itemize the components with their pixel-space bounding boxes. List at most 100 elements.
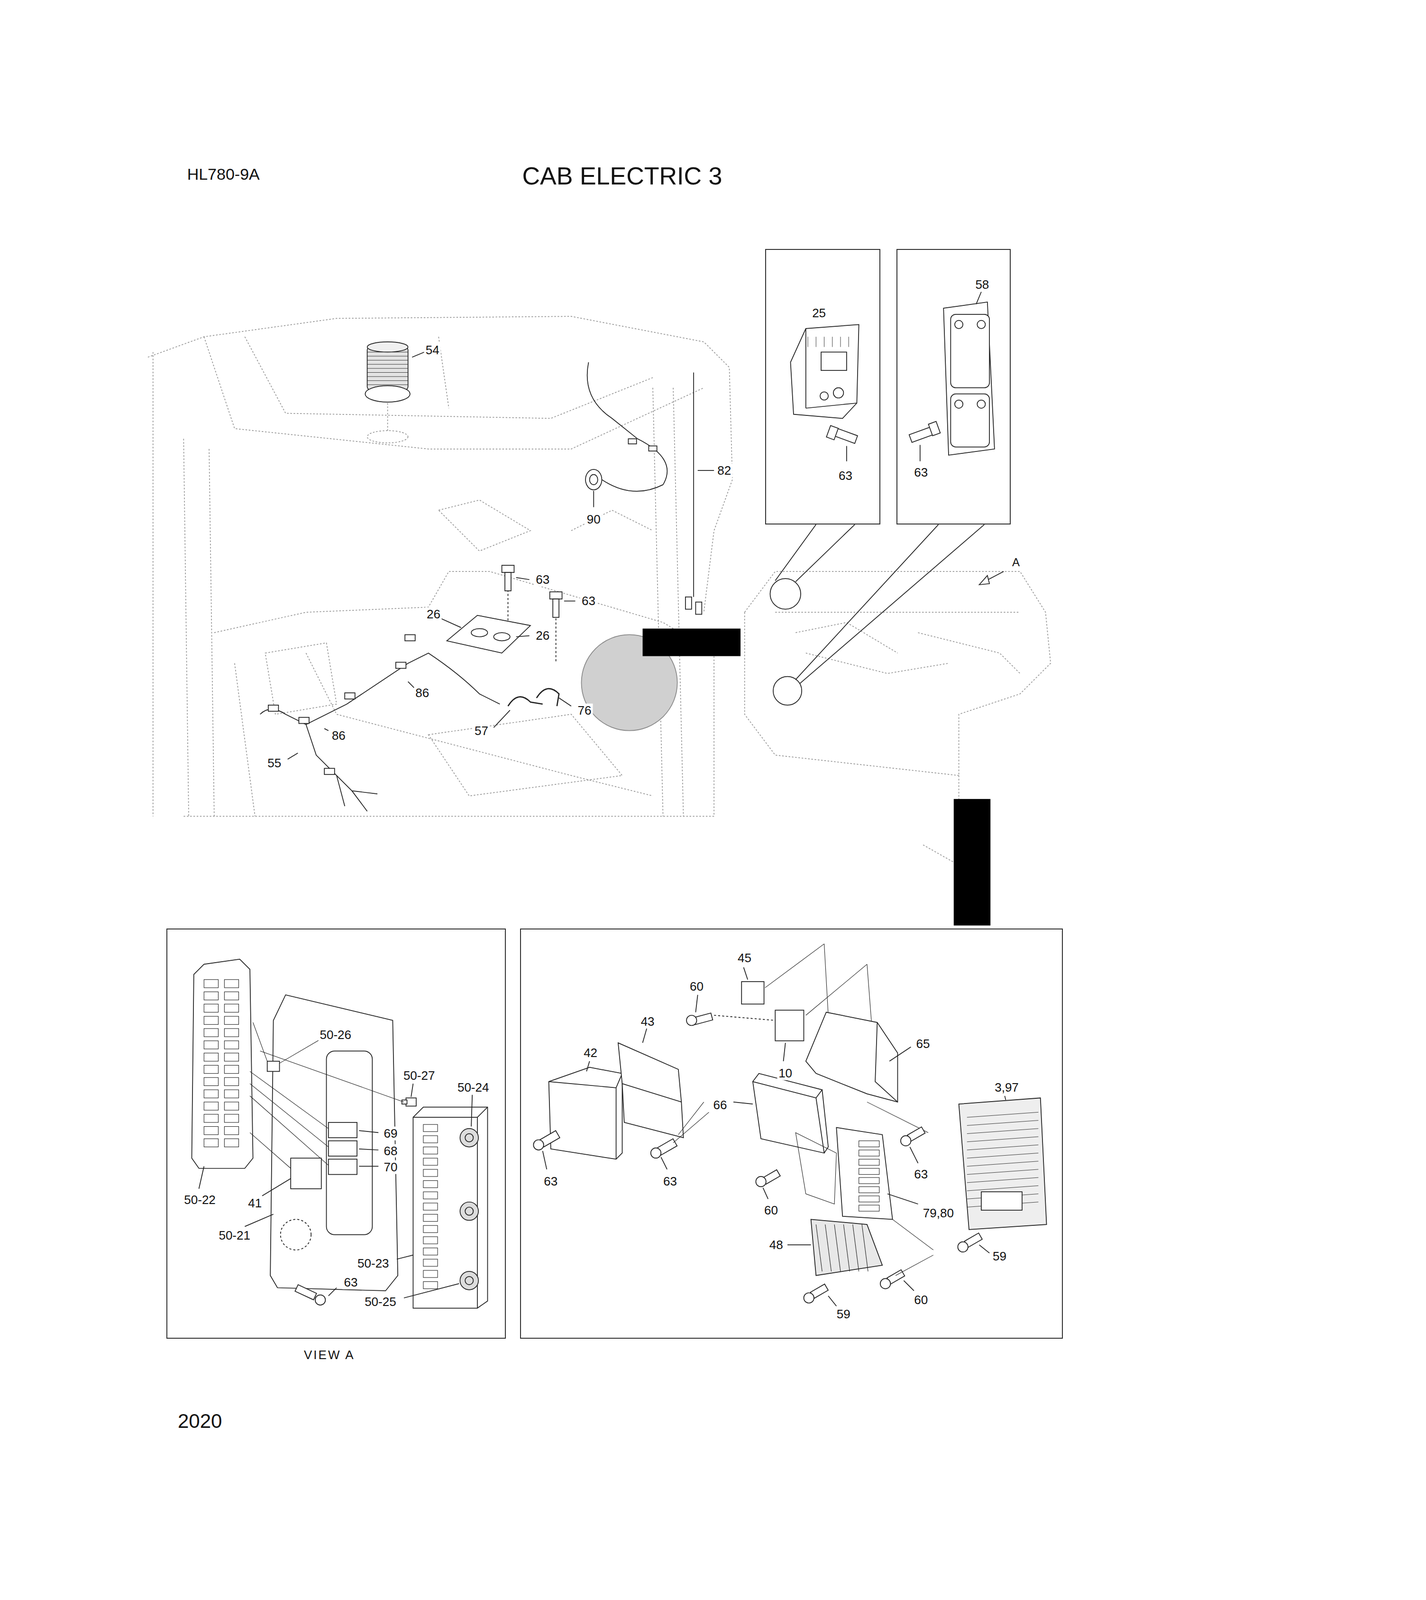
fuse-slot <box>203 1003 219 1012</box>
redaction-bar <box>642 628 741 657</box>
ecu-connector <box>820 391 829 400</box>
bolt-shank <box>909 427 933 443</box>
lens-rib <box>367 384 409 385</box>
controller-module <box>950 314 990 388</box>
cab-outline <box>744 571 1051 776</box>
callout-number: 63 <box>534 572 551 587</box>
fuse-slot <box>423 1180 438 1188</box>
bolt-head <box>502 565 515 573</box>
connector <box>695 602 702 615</box>
harness-clip <box>298 717 310 724</box>
fuse-slot <box>423 1146 438 1154</box>
callout-number: 54 <box>424 343 441 357</box>
leader-line <box>660 1156 668 1170</box>
mount-hole <box>954 320 963 329</box>
leader-line <box>799 524 985 684</box>
fuse-slot <box>224 1077 239 1086</box>
leader-line <box>440 618 462 628</box>
fuse-slot <box>203 1052 219 1061</box>
leader-line <box>909 1146 918 1163</box>
controller-rib <box>967 1111 1039 1117</box>
cab-outline <box>147 316 733 613</box>
leader-line <box>787 1243 811 1245</box>
callout-number: 86 <box>330 728 348 743</box>
leader-line <box>695 994 698 1013</box>
beacon-seat <box>367 430 409 443</box>
callout-number: 68 <box>382 1143 399 1158</box>
leader-line <box>762 1187 768 1199</box>
leader-line <box>324 728 329 731</box>
fuse-slot <box>859 1186 880 1193</box>
page-title: CAB ELECTRIC 3 <box>521 163 724 191</box>
leader-line <box>697 469 714 471</box>
fuse-box <box>191 959 254 1169</box>
controller-rib <box>967 1169 1039 1175</box>
fuse-block <box>836 1127 893 1220</box>
fuse <box>267 1060 280 1072</box>
bolt-head <box>826 425 839 440</box>
controller-rib <box>967 1128 1039 1134</box>
ecu-label-plate <box>821 351 847 371</box>
callout-number: 60 <box>762 1202 780 1217</box>
fuse-slot <box>224 1052 239 1061</box>
fuse-slot <box>224 979 239 988</box>
leader-line <box>408 681 415 688</box>
bracket <box>618 1042 684 1138</box>
knob-center <box>465 1133 474 1142</box>
cooling-fin <box>861 1224 869 1271</box>
controller-rib <box>967 1152 1039 1158</box>
wire-branch <box>336 775 368 811</box>
mounting-plate <box>446 615 531 654</box>
lens-rib <box>367 364 409 365</box>
bracket <box>805 1012 898 1102</box>
lens-rib <box>367 359 409 361</box>
cooling-fin <box>843 1224 850 1271</box>
callout-number: 63 <box>912 465 930 480</box>
bolt-head <box>755 1176 767 1187</box>
lens-rib <box>367 356 409 357</box>
fuse-slot <box>224 1040 239 1049</box>
leader-line <box>328 1287 337 1296</box>
fuse-slot <box>423 1214 438 1222</box>
leader-line <box>892 1218 934 1275</box>
fuse-slot <box>423 1169 438 1177</box>
cab-outline <box>744 612 960 776</box>
fuse-slot <box>423 1202 438 1210</box>
fuse-slot <box>203 1064 219 1073</box>
control-module <box>752 1081 825 1153</box>
bolt-shank <box>402 1099 408 1105</box>
fuse-slot <box>859 1149 880 1156</box>
ecu-fin <box>848 336 850 348</box>
controller <box>959 1097 1047 1230</box>
leader-line <box>673 1101 709 1143</box>
callout-number: 59 <box>991 1248 1008 1263</box>
callout-number: 26 <box>425 607 442 622</box>
leader-line <box>889 1046 911 1061</box>
fuse-slot <box>423 1281 438 1289</box>
relay <box>741 981 764 1004</box>
lens-rib <box>367 372 409 373</box>
leader-line <box>253 1022 322 1063</box>
leader-line <box>783 1042 786 1061</box>
fuse-slot <box>423 1247 438 1255</box>
cab-outline <box>244 336 653 419</box>
view-caption: VIEW A <box>302 1347 357 1362</box>
bracket-edge <box>875 1022 898 1102</box>
cab-outline <box>234 663 256 817</box>
lens-rib <box>367 376 409 377</box>
harness-clip <box>404 634 416 641</box>
fuse-slot <box>859 1158 880 1165</box>
bolt-shank <box>552 598 559 618</box>
callout-number: 63 <box>912 1167 930 1181</box>
leader-line <box>743 967 749 980</box>
leader-line <box>887 1193 919 1205</box>
callout-number: 86 <box>413 685 431 700</box>
leader-line <box>287 752 299 759</box>
fuse-slot <box>423 1124 438 1132</box>
relay <box>775 1009 804 1041</box>
callout-number: 63 <box>661 1174 679 1189</box>
cable-clamp <box>508 696 543 706</box>
leader-line <box>903 1279 915 1291</box>
